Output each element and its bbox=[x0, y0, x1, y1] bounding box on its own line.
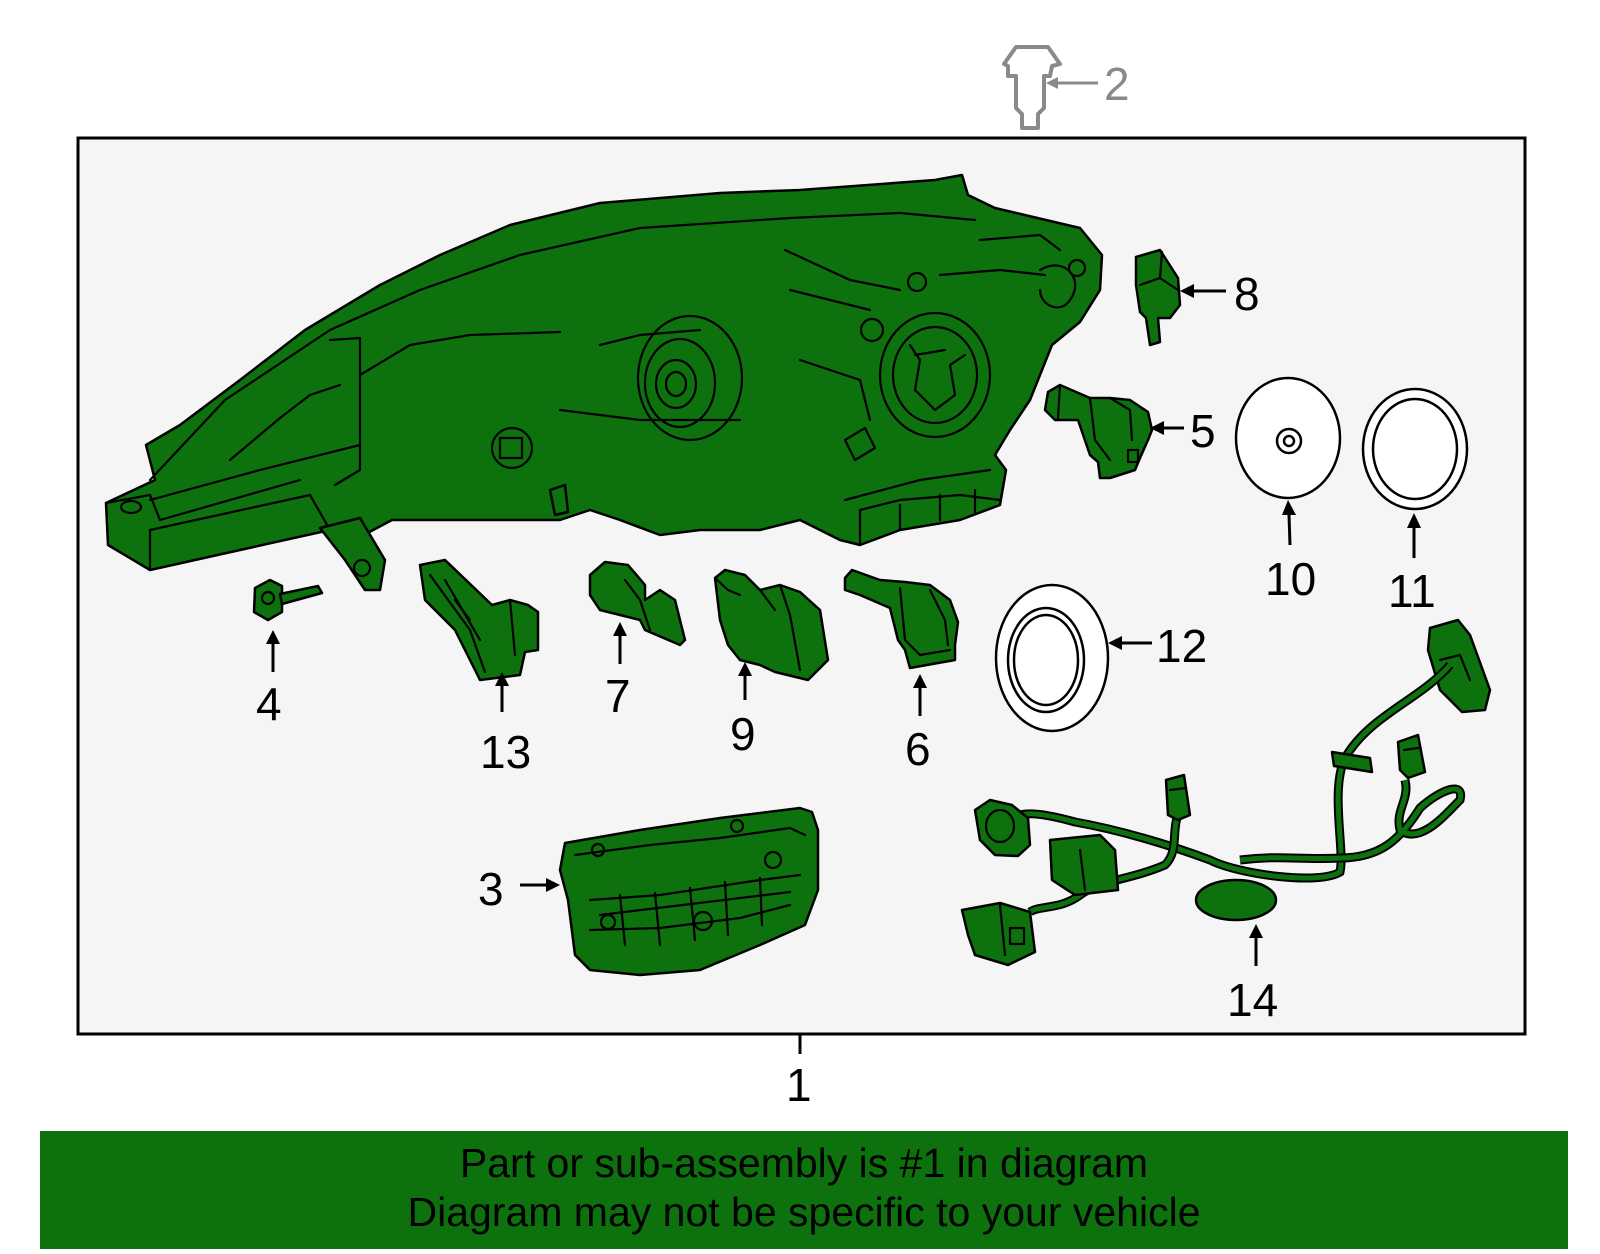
callout-3: 3 bbox=[478, 863, 504, 915]
part-11-seal bbox=[1361, 387, 1469, 511]
callout-4: 4 bbox=[256, 678, 282, 730]
callout-5: 5 bbox=[1190, 405, 1216, 457]
callout-8: 8 bbox=[1234, 268, 1260, 320]
info-banner: Part or sub-assembly is #1 in diagram Di… bbox=[40, 1131, 1568, 1249]
callout-10: 10 bbox=[1265, 553, 1316, 605]
callout-7: 7 bbox=[605, 670, 631, 722]
part-12-seal bbox=[994, 583, 1110, 733]
part-7-bulb bbox=[588, 560, 687, 647]
part-4-screw bbox=[252, 578, 324, 622]
callout-6: 6 bbox=[905, 723, 931, 775]
part-6-bulb bbox=[843, 568, 960, 670]
part-3-cover bbox=[558, 806, 820, 977]
callout-11: 11 bbox=[1388, 565, 1436, 617]
banner-line-2: Diagram may not be specific to your vehi… bbox=[407, 1189, 1201, 1235]
banner-line-1: Part or sub-assembly is #1 in diagram bbox=[459, 1140, 1149, 1186]
headlamp-housing bbox=[104, 173, 1104, 592]
callout-2: 2 bbox=[1104, 58, 1130, 110]
callout-14: 14 bbox=[1227, 974, 1278, 1026]
part-9-bulb bbox=[713, 568, 830, 682]
part-10-cap bbox=[1234, 376, 1342, 500]
part-14-harness bbox=[960, 618, 1492, 967]
part-8-bulb bbox=[1134, 248, 1182, 347]
part-2-clip bbox=[1002, 45, 1098, 130]
part-5-socket bbox=[1043, 383, 1154, 480]
callout-12: 12 bbox=[1156, 620, 1207, 672]
callout-13: 13 bbox=[480, 726, 531, 778]
part-13-bracket bbox=[418, 558, 540, 682]
callout-1: 1 bbox=[786, 1059, 812, 1111]
callout-9: 9 bbox=[730, 708, 756, 760]
